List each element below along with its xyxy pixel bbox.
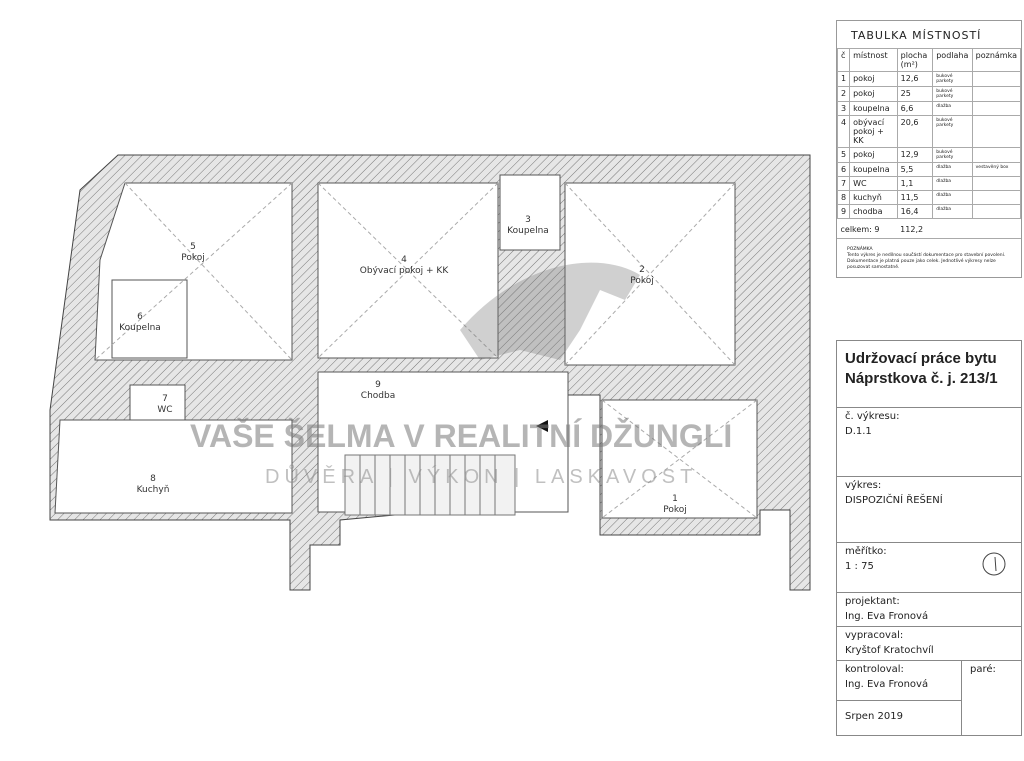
title-block: Udržovací práce bytu Náprstkova č. j. 21… bbox=[836, 340, 1022, 736]
room-table-total: celkem: 9 112,2 bbox=[840, 225, 924, 234]
room-4 bbox=[317, 182, 499, 359]
date: Srpen 2019 bbox=[845, 711, 903, 722]
entrance-arrow-icon bbox=[536, 420, 548, 432]
room-2 bbox=[564, 182, 736, 366]
designer: Ing. Eva Fronová bbox=[845, 611, 929, 622]
project-title: Udržovací práce bytu Náprstkova č. j. 21… bbox=[845, 350, 998, 387]
watermark-values: DŮVĚRA | VÝKON | LASKAVOST bbox=[265, 466, 698, 488]
prepared-by: Kryštof Kratochvíl bbox=[845, 645, 934, 656]
watermark-slogan: VAŠE ŠELMA V REALITNÍ DŽUNGLI bbox=[190, 418, 733, 454]
room-8 bbox=[54, 419, 293, 514]
note: POZNÁMKA Tento výkres je nedílnou součás… bbox=[837, 238, 1021, 277]
drawing-number: D.1.1 bbox=[845, 426, 872, 437]
room-7 bbox=[129, 384, 186, 421]
room-6 bbox=[111, 279, 188, 359]
room-3 bbox=[499, 174, 561, 251]
copies: paré: bbox=[970, 664, 996, 675]
drawing-name: DISPOZIČNÍ ŘEŠENÍ bbox=[845, 495, 943, 506]
room-table-title: TABULKA MÍSTNOSTÍ bbox=[851, 29, 982, 42]
stairs bbox=[344, 454, 516, 516]
room-table: TABULKA MÍSTNOSTÍ č místnost plocha (m²)… bbox=[836, 20, 1022, 278]
north-arrow-icon bbox=[982, 552, 1006, 576]
scale: 1 : 75 bbox=[845, 561, 874, 572]
room-table-header: č místnost plocha (m²) podlaha poznámka bbox=[836, 48, 1022, 72]
checked-by: Ing. Eva Fronová bbox=[845, 679, 929, 690]
floor-plan bbox=[49, 154, 811, 591]
logo-watermark-icon bbox=[460, 262, 640, 360]
